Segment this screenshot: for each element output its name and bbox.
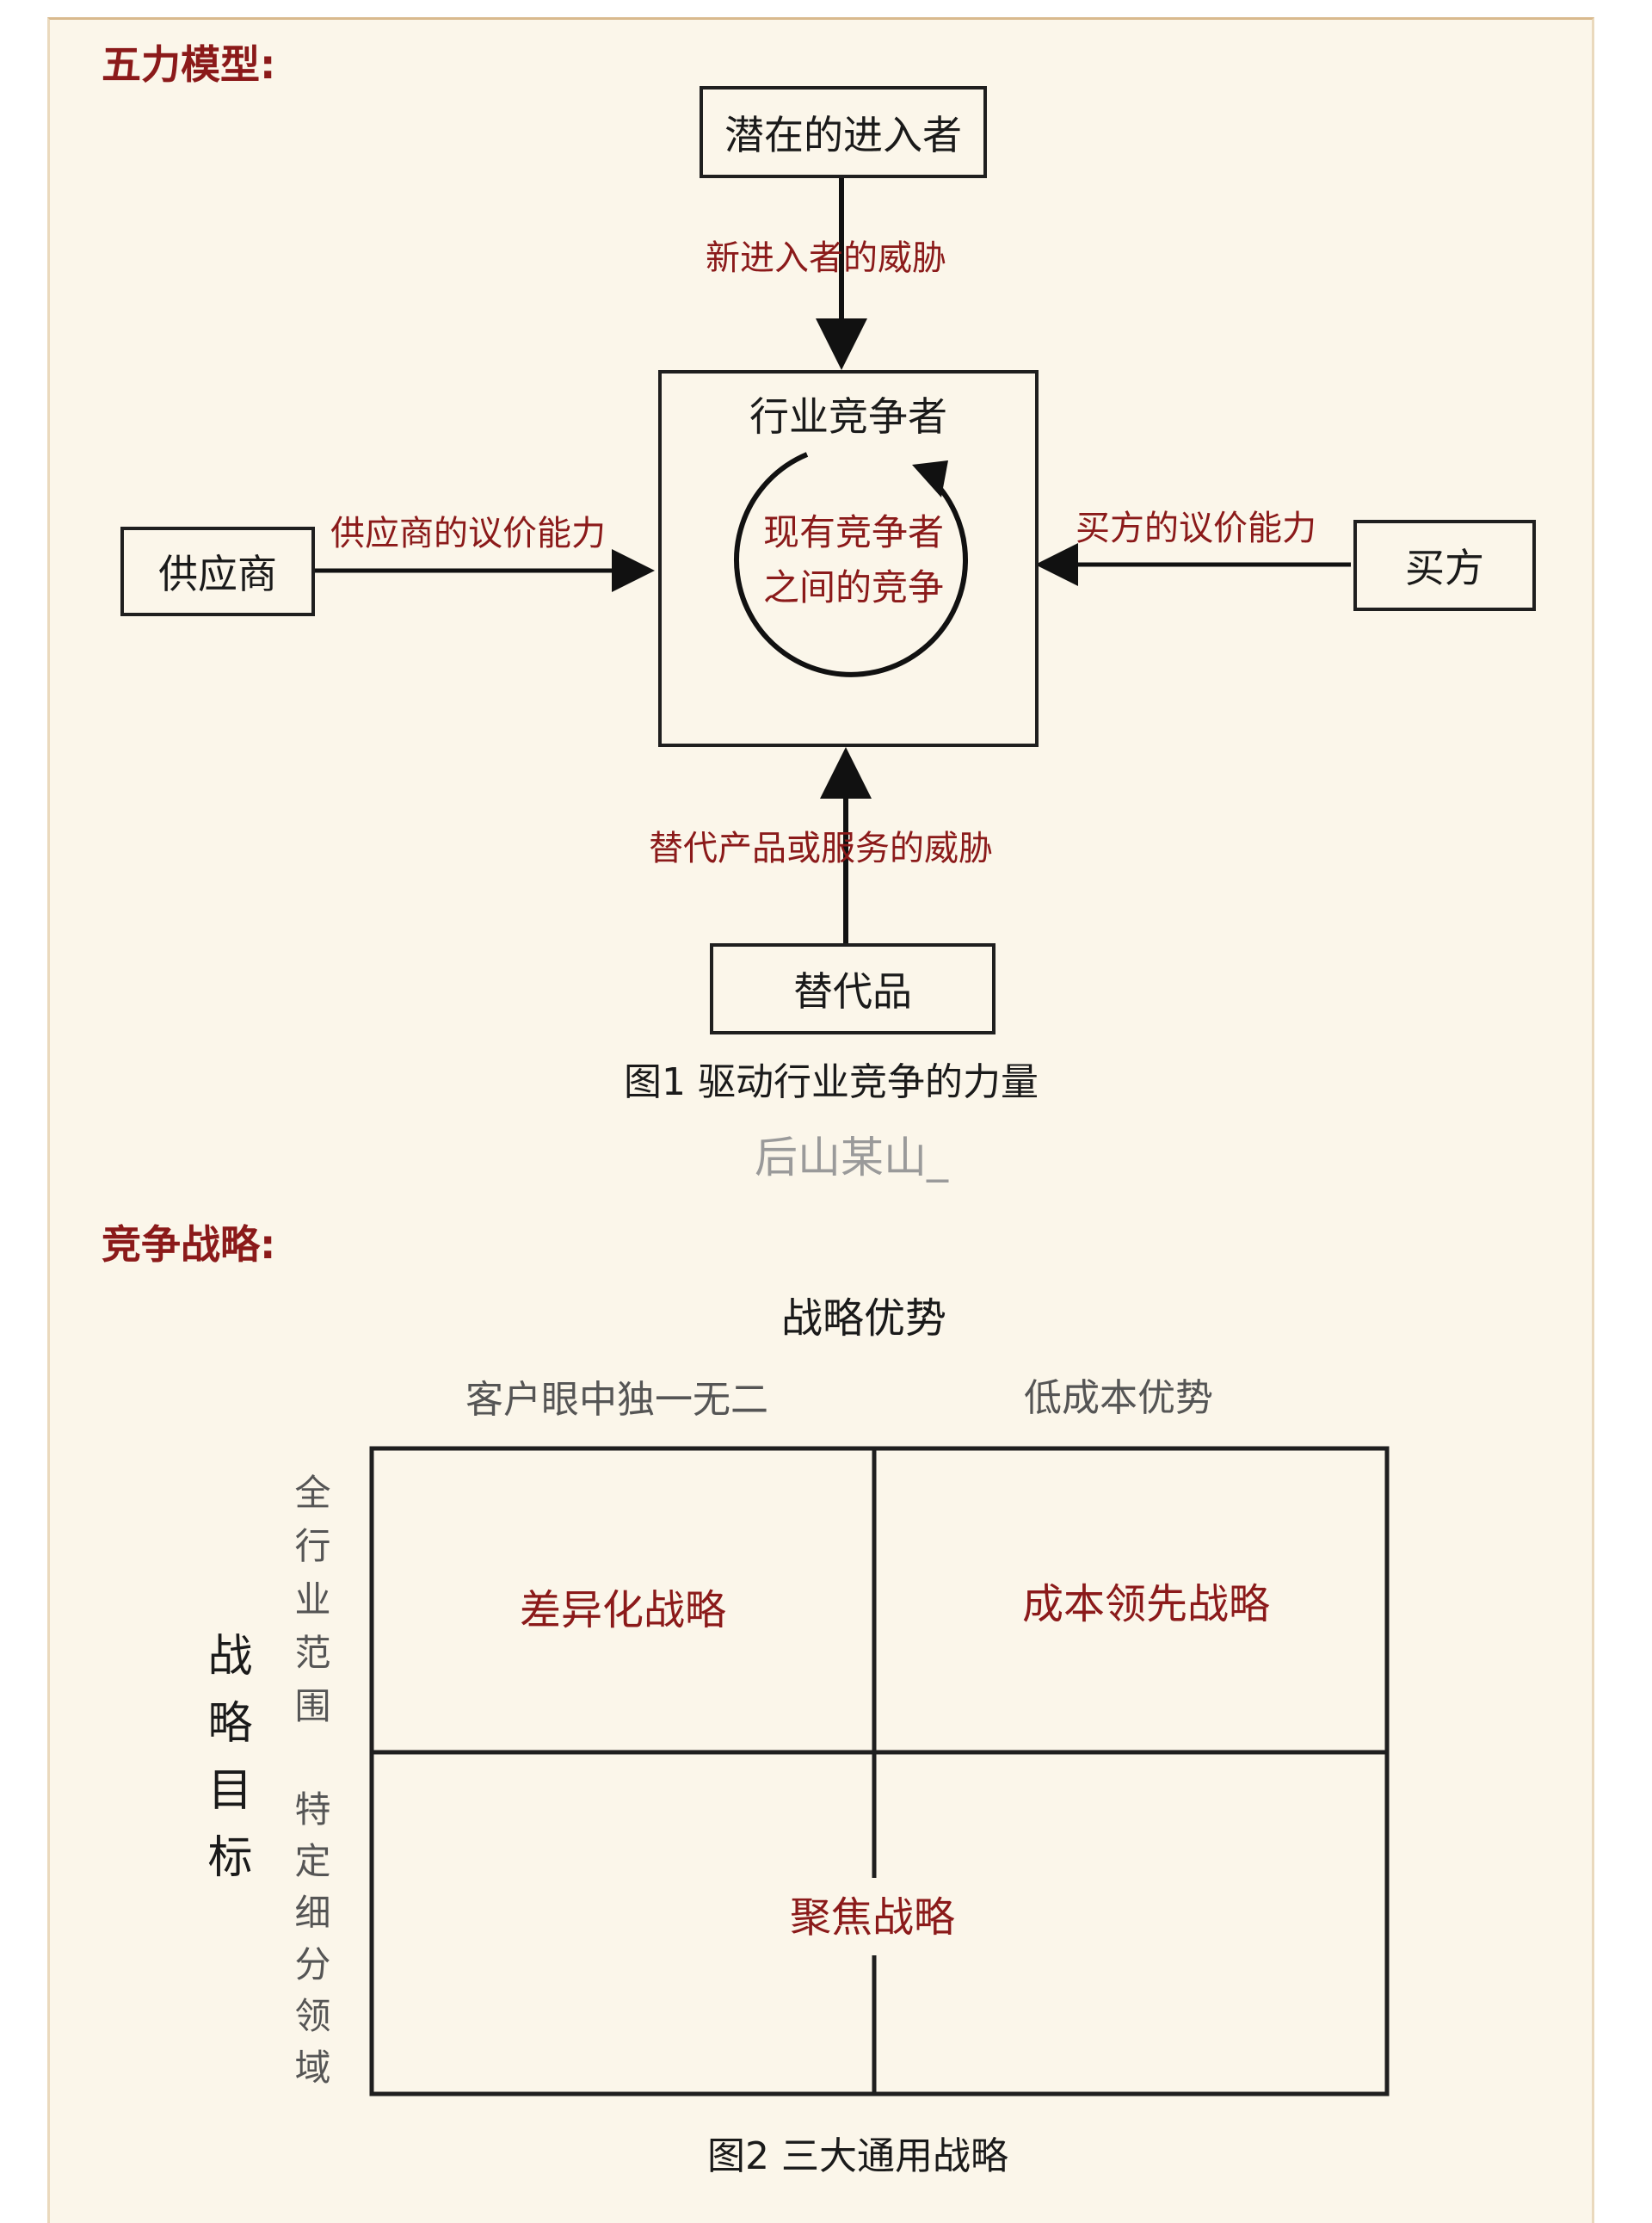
row-header-segment: 特定细分领域 [289,1790,331,2100]
figure1-caption: 图1 驱动行业竞争的力量 [624,1060,1039,1104]
supplier-box: 供应商 [120,527,315,616]
strategic-target-title: 战略目标 [200,1632,251,1900]
supplier-power-label: 供应商的议价能力 [330,514,606,553]
supplier-label: 供应商 [158,551,277,597]
rivalry-label-line2: 之间的竞争 [763,566,945,608]
five-forces-section-title: 五力模型: [102,41,276,88]
rivalry-arrowhead [912,460,948,497]
paper-sheet [47,17,1594,2223]
industry-competitors-box: 行业竞争者 [658,370,1039,747]
column-header-unique: 客户眼中独一无二 [465,1378,768,1422]
column-header-low-cost: 低成本优势 [1024,1376,1213,1420]
strategy-matrix-frame [369,1446,1390,2096]
cost-leadership-strategy: 成本领先战略 [1022,1580,1271,1628]
threat-substitutes-label: 替代产品或服务的威胁 [649,829,993,868]
buyer-power-label: 买方的议价能力 [1076,509,1316,548]
focus-strategy: 聚焦战略 [790,1893,956,1942]
substitutes-box: 替代品 [710,943,996,1034]
differentiation-strategy: 差异化战略 [520,1586,727,1634]
buyer-box: 买方 [1353,520,1536,611]
potential-entrants-box: 潜在的进入者 [700,86,987,178]
watermark-text: 后山某山_ [755,1133,948,1183]
potential-entrants-label: 潜在的进入者 [724,111,962,158]
buyer-label: 买方 [1405,545,1484,591]
row-header-industry-wide: 全行业范围 [289,1473,331,1740]
figure2-caption: 图2 三大通用战略 [707,2134,1008,2178]
threat-new-entrants-label: 新进入者的威胁 [706,238,946,278]
substitutes-label: 替代品 [793,968,912,1015]
strategies-section-title: 竞争战略: [102,1221,276,1268]
rivalry-circle-arrow [734,452,968,677]
rivalry-label-line1: 现有竞争者 [763,511,945,553]
industry-competitors-label: 行业竞争者 [749,393,947,440]
strategic-advantage-title: 战略优势 [781,1294,947,1343]
